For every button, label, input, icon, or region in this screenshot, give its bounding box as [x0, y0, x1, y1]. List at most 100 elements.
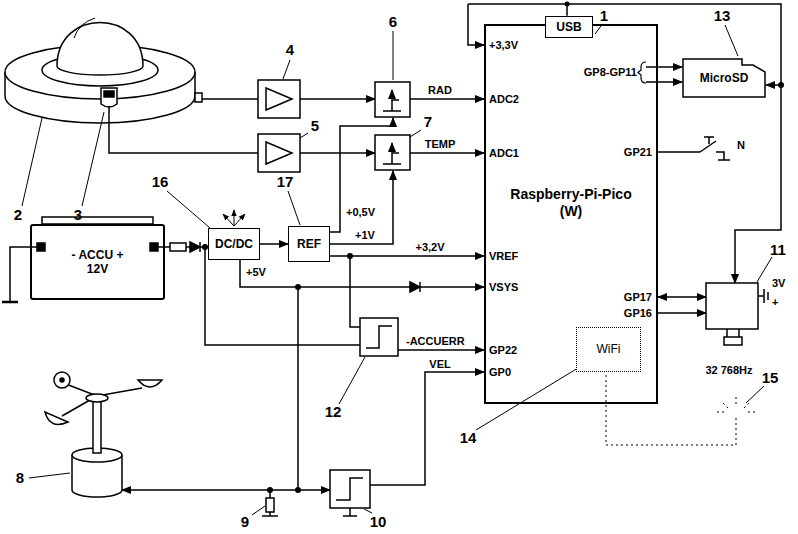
signal-name: + — [772, 296, 778, 309]
node-text: REF — [297, 237, 321, 251]
callout-number: 1 — [600, 7, 608, 24]
signal-name: -ACCUERR — [406, 335, 465, 348]
anemometer-drawing — [54, 372, 70, 388]
leader-line — [288, 191, 300, 225]
amplifier-symbol — [258, 80, 300, 118]
temperature-sensor — [104, 91, 114, 97]
leader-line — [364, 509, 372, 513]
anemometer-drawing — [86, 394, 108, 402]
diode-symbol — [190, 242, 200, 252]
comparator-symbol — [336, 478, 363, 500]
signal-name: VEL — [429, 358, 450, 371]
signal-wire — [109, 4, 781, 490]
signal-name: GP16 — [624, 307, 652, 320]
junction-dot — [295, 487, 301, 493]
comparator-symbol — [330, 470, 370, 508]
leader-line — [339, 357, 365, 404]
diode-symbol — [410, 282, 420, 292]
callout-number: 15 — [762, 369, 779, 386]
pyranometer-drawing — [74, 18, 95, 38]
signal-name: ADC2 — [489, 93, 519, 106]
wire-connector — [330, 255, 484, 257]
node-text: 12V — [87, 262, 108, 276]
anemometer-drawing — [45, 412, 68, 424]
push-button — [658, 137, 730, 160]
battery-drawing — [10, 247, 41, 302]
heat-arrows — [223, 214, 234, 226]
leader-line — [283, 60, 290, 79]
heat-arrows — [223, 210, 245, 226]
sd-bracket — [638, 62, 646, 83]
voltage-reference: REF — [288, 226, 330, 262]
leader-line — [410, 130, 421, 137]
signal-name: 32 768Hz — [705, 364, 752, 377]
sample-hold-symbol — [391, 90, 393, 111]
node-text: Raspberry-Pi-Pico (W) — [500, 186, 642, 220]
signal-wire — [658, 312, 706, 314]
rtc-chip — [724, 337, 742, 345]
battery: - ACCU +12V — [30, 224, 165, 300]
anemometer-drawing — [60, 378, 64, 382]
callout-number: 7 — [424, 113, 432, 130]
signal-wire — [468, 3, 567, 5]
rtc-chip — [706, 283, 758, 329]
rtc-chip — [727, 329, 739, 337]
leader-line — [757, 257, 772, 282]
signal-wire — [109, 106, 258, 153]
leader-line — [746, 386, 764, 403]
callout-number: 10 — [370, 513, 387, 530]
microsd-card: MicroSD — [682, 58, 766, 98]
voltage-label: +3,2V — [413, 241, 446, 254]
comparator-symbol — [343, 508, 357, 516]
leader-line — [300, 133, 308, 138]
node-text: DC/DC — [215, 237, 253, 251]
temperature-sensor — [101, 88, 117, 107]
signal-wire — [370, 372, 484, 485]
leader-line — [167, 191, 210, 228]
heat-arrows — [234, 214, 245, 226]
dcdc-converter: DC/DC — [208, 228, 260, 260]
signal-name: GP8-GP11 — [584, 66, 637, 79]
node-text: USB — [556, 20, 581, 34]
battery-drawing — [42, 217, 153, 224]
node-text: MicroSD — [700, 71, 749, 85]
signal-name: +1V — [355, 229, 375, 242]
node-text: - ACCU + — [72, 248, 124, 262]
amplifier-symbol — [266, 88, 292, 110]
diode-symbol — [419, 282, 421, 292]
signal-name: ADC1 — [489, 147, 519, 160]
signal-name: VSYS — [489, 281, 518, 294]
signal-wire — [297, 287, 299, 490]
amplifier-symbol — [258, 80, 300, 172]
wifi-link — [606, 370, 756, 445]
signal-name: VREF — [489, 250, 518, 263]
comparator-symbol — [360, 318, 398, 356]
junction-dot — [778, 82, 784, 88]
wire-connector — [240, 260, 484, 287]
leader-line — [252, 506, 265, 515]
leader-line — [29, 473, 70, 478]
signal-wire — [300, 98, 375, 100]
wifi-link — [606, 370, 736, 445]
signal-wire — [350, 256, 360, 327]
rtc-chip — [706, 283, 768, 345]
signal-name: +0,5V — [346, 206, 375, 219]
signal-wire — [330, 171, 393, 244]
wifi-link — [716, 396, 756, 412]
diode-symbol — [199, 242, 201, 252]
pyranometer-drawing — [195, 93, 202, 102]
pyranometer-drawing — [5, 18, 202, 123]
callout-number: 12 — [325, 403, 342, 420]
callout-number: 16 — [152, 173, 169, 190]
wire-connector — [260, 243, 288, 245]
junction-dot — [202, 2, 784, 494]
resistor-symbol — [266, 498, 274, 512]
sample-hold-symbol — [391, 143, 393, 164]
leader-line — [595, 26, 601, 34]
callout-number: 6 — [389, 13, 397, 30]
anemometer-drawing — [45, 372, 162, 497]
signal-name: +3,3V — [489, 39, 518, 52]
leader-line — [82, 112, 104, 206]
